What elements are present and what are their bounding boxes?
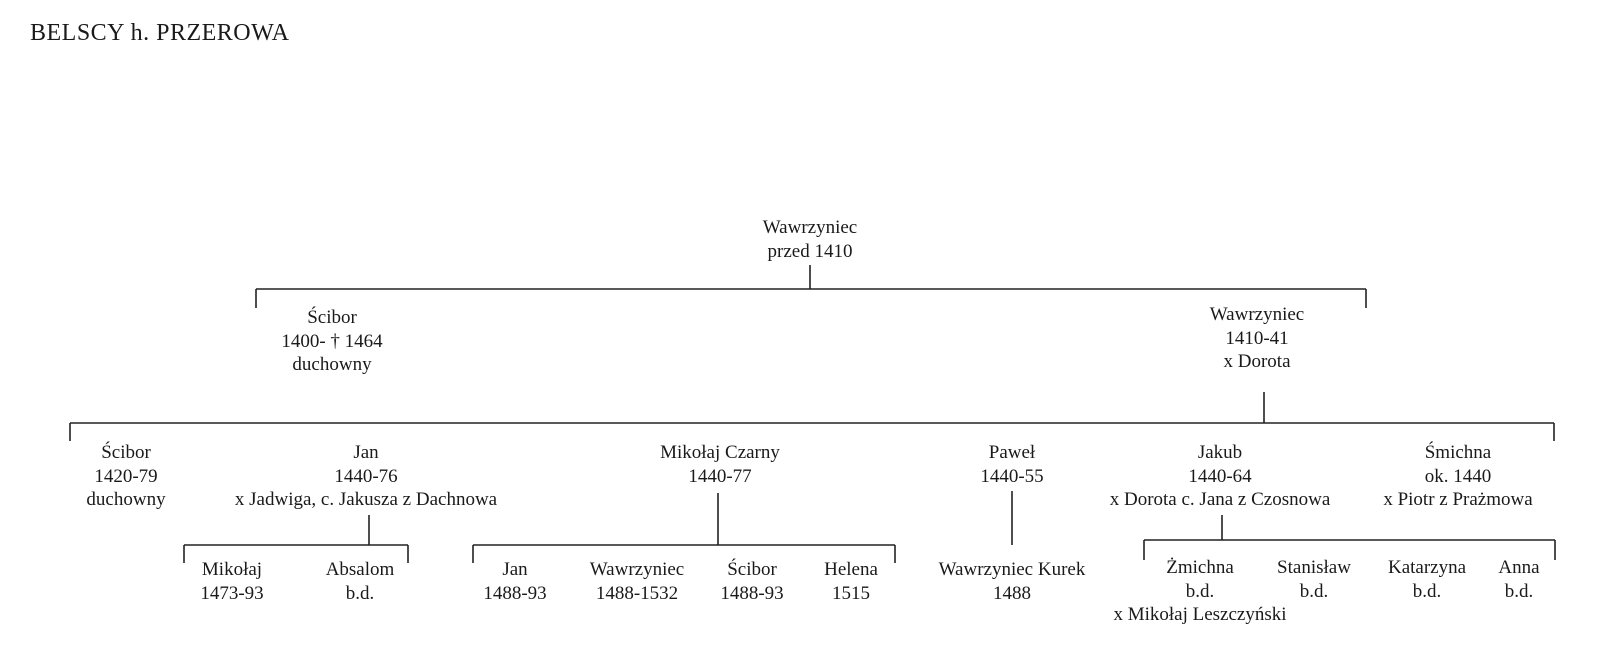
person-dates: 1400- † 1464 [281, 330, 383, 352]
connector-mikolaj-czarny [472, 493, 896, 563]
person-jakub: Jakub 1440-64 x Dorota c. Jana z Czosnow… [1110, 441, 1331, 512]
person-dates: b.d. [1412, 580, 1442, 602]
person-dates: 1488 [992, 582, 1031, 604]
person-helena: Helena 1515 [824, 558, 878, 605]
person-name: Jan [502, 559, 528, 580]
person-dates: 1488-93 [720, 582, 784, 604]
person-spouse: x Dorota c. Jana z Czosnowa [1109, 489, 1331, 510]
person-scibor-1400: Ścibor 1400- † 1464 duchowny [281, 306, 382, 377]
person-stanislaw: Stanisław b.d. [1277, 556, 1351, 603]
person-dates: 1420-79 [94, 465, 158, 487]
person-dates: przed 1410 [767, 240, 853, 262]
person-name: Stanisław [1277, 557, 1351, 578]
person-katarzyna: Katarzyna b.d. [1388, 556, 1466, 603]
person-wawrzyniec-1410: Wawrzyniec 1410-41 x Dorota [1210, 303, 1304, 374]
person-spouse: x Mikołaj Leszczyński [1113, 604, 1287, 625]
person-name: Jakub [1197, 442, 1243, 463]
person-spouse: x Piotr z Prażmowa [1383, 489, 1533, 510]
person-name: Mikołaj [201, 559, 263, 580]
person-dates: b.d. [1185, 580, 1215, 602]
person-dates: 1488-1532 [595, 582, 679, 604]
connector-wawrzyniec [69, 392, 1555, 441]
connector-jan [183, 515, 409, 563]
person-jan-1488: Jan 1488-93 [483, 558, 546, 605]
person-name: Ścibor [101, 442, 151, 463]
person-wawrzyniec-1488: Wawrzyniec 1488-1532 [590, 558, 684, 605]
person-name: Anna [1498, 557, 1540, 578]
person-name: Ścibor [307, 307, 357, 328]
person-zmichna: Żmichna b.d. x Mikołaj Leszczyński [1113, 556, 1286, 627]
person-dates: 1515 [832, 582, 870, 604]
person-name: Mikołaj Czarny [660, 442, 780, 463]
connector-root [255, 265, 1367, 308]
person-name: Żmichna [1166, 557, 1234, 578]
person-dates: b.d. [345, 582, 375, 604]
person-note: duchowny [86, 489, 166, 510]
person-dates: 1440-55 [980, 465, 1044, 487]
person-name: Wawrzyniec [589, 559, 685, 580]
person-dates: 1410-41 [1225, 327, 1289, 349]
person-spouse: x Dorota [1223, 351, 1291, 372]
person-anna: Anna b.d. [1498, 556, 1539, 603]
person-name: Jan [353, 442, 379, 463]
person-name: Katarzyna [1387, 557, 1467, 578]
person-wawrzyniec-przed-1410: Wawrzyniec przed 1410 [763, 216, 857, 263]
person-dates: ok. 1440 [1424, 465, 1492, 487]
person-dates: 1440-76 [334, 465, 398, 487]
person-smichna: Śmichna ok. 1440 x Piotr z Prażmowa [1383, 441, 1532, 512]
person-name: Absalom [325, 559, 395, 580]
person-name: Śmichna [1424, 442, 1492, 463]
person-mikolaj-czarny: Mikołaj Czarny 1440-77 [660, 441, 780, 488]
person-absalom: Absalom b.d. [326, 558, 395, 605]
person-dates: 1488-93 [483, 582, 547, 604]
person-wawrzyniec-kurek: Wawrzyniec Kurek 1488 [939, 558, 1086, 605]
person-dates: b.d. [1299, 580, 1329, 602]
person-dates: b.d. [1504, 580, 1534, 602]
person-name: Paweł [988, 442, 1036, 463]
person-jan-1440: Jan 1440-76 x Jadwiga, c. Jakusza z Dach… [235, 441, 497, 512]
person-mikolaj-1473: Mikołaj 1473-93 [200, 558, 263, 605]
person-note: duchowny [292, 354, 372, 375]
person-pawel: Paweł 1440-55 [980, 441, 1043, 488]
person-spouse: x Jadwiga, c. Jakusza z Dachnowa [234, 489, 498, 510]
person-dates: 1473-93 [200, 582, 264, 604]
person-name: Wawrzyniec [1209, 304, 1305, 325]
connector-jakub [1143, 515, 1556, 560]
person-name: Wawrzyniec Kurek [938, 559, 1086, 580]
person-name: Helena [824, 559, 878, 580]
page-title: BELSCY h. PRZEROWA [30, 20, 290, 46]
person-dates: 1440-64 [1188, 465, 1252, 487]
person-name: Wawrzyniec [762, 217, 858, 238]
person-name: Ścibor [727, 559, 777, 580]
person-scibor-1488: Ścibor 1488-93 [720, 558, 783, 605]
person-scibor-1420: Ścibor 1420-79 duchowny [86, 441, 165, 512]
person-dates: 1440-77 [688, 465, 752, 487]
